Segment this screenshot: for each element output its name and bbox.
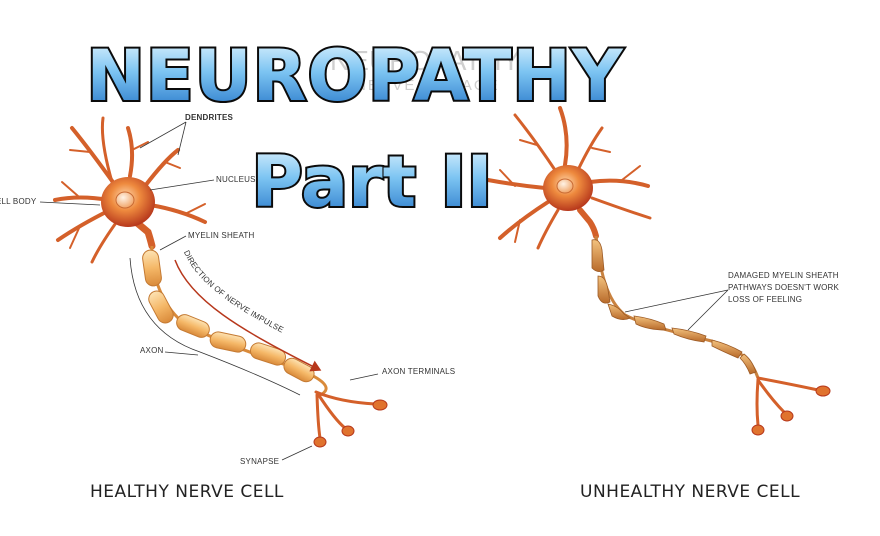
- label-synapse: SYNAPSE: [240, 457, 279, 466]
- damage-label-line1: DAMAGED MYELIN SHEATH: [728, 271, 839, 280]
- title-sub: Part II: [251, 141, 492, 223]
- healthy-caption: HEALTHY NERVE CELL: [90, 482, 284, 502]
- unhealthy-caption: UNHEALTHY NERVE CELL: [580, 482, 800, 502]
- damage-label-line2: PATHWAYS DOESN'T WORK: [728, 283, 840, 292]
- label-dendrites: DENDRITES: [185, 113, 233, 122]
- background-title-line1: NEUROPATHY: [330, 45, 521, 76]
- label-cell-body: CELL BODY: [0, 197, 37, 206]
- healthy-synapse-terminals: [313, 399, 388, 448]
- unhealthy-leader-lines: [624, 289, 729, 331]
- unhealthy-dendrites: [486, 106, 652, 250]
- damage-label-line3: LOSS OF FEELING: [728, 295, 802, 304]
- label-nucleus: NUCLEUS: [216, 175, 256, 184]
- healthy-leader-lines: [39, 121, 379, 461]
- title-main: NEUROPATHY: [86, 35, 624, 117]
- label-axon: AXON: [140, 346, 163, 355]
- healthy-myelin-sheath: [142, 249, 315, 383]
- label-myelin-sheath: MYELIN SHEATH: [188, 231, 254, 240]
- unhealthy-axon: [594, 235, 760, 379]
- healthy-nucleus: [115, 191, 135, 209]
- healthy-axon-terminals: [314, 390, 377, 440]
- unhealthy-damaged-myelin: [591, 239, 757, 375]
- unhealthy-synapse-terminals: [751, 385, 831, 436]
- background-title-line2: NERVE DAMAGE: [355, 77, 500, 94]
- unhealthy-nucleus: [556, 178, 574, 194]
- direction-arrow: [174, 259, 322, 372]
- title-overlay: NEUROPATHY Part II: [84, 33, 625, 225]
- unhealthy-axon-terminals: [755, 376, 820, 427]
- label-axon-terminals: AXON TERMINALS: [382, 367, 455, 376]
- unhealthy-neuron: DAMAGED MYELIN SHEATH PATHWAYS DOESN'T W…: [486, 106, 840, 502]
